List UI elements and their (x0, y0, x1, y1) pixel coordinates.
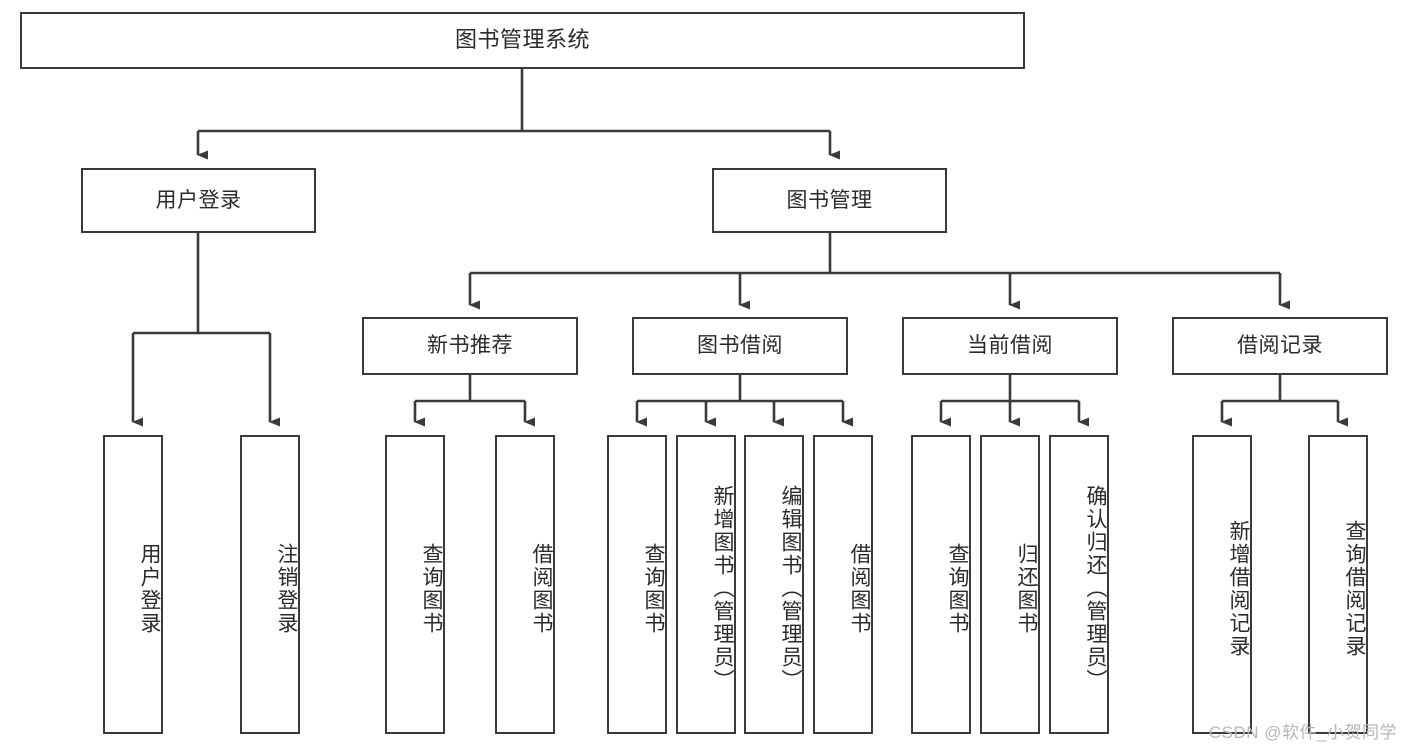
leaf-query-book-current[interactable]: 查询图书 (911, 435, 971, 734)
node-label: 新书推荐 (427, 334, 513, 358)
node-label: 编辑图书（管理员） (779, 485, 802, 692)
node-label: 归还图书 (1015, 542, 1038, 635)
node-label: 图书管理 (786, 188, 873, 212)
node-label: 查询图书 (420, 542, 443, 635)
node-label: 当前借阅 (967, 334, 1053, 358)
node-current-borrow[interactable]: 当前借阅 (902, 317, 1118, 375)
leaf-query-book-recommend[interactable]: 查询图书 (385, 435, 445, 734)
node-label: 借阅图书 (530, 542, 553, 635)
node-user-login[interactable]: 用户登录 (81, 168, 316, 233)
leaf-query-book-borrow[interactable]: 查询图书 (607, 435, 667, 734)
leaf-query-borrow-record[interactable]: 查询借阅记录 (1308, 435, 1368, 734)
node-label: 图书管理系统 (454, 27, 590, 53)
node-label: 确认归还（管理员） (1084, 485, 1107, 692)
node-label: 借阅图书 (848, 542, 871, 635)
leaf-logout[interactable]: 注销登录 (240, 435, 300, 734)
node-label: 查询借阅记录 (1343, 519, 1366, 658)
node-label: 查询图书 (946, 542, 969, 635)
node-label: 借阅记录 (1237, 334, 1323, 358)
node-label: 注销登录 (275, 542, 298, 635)
leaf-return-book[interactable]: 归还图书 (980, 435, 1040, 734)
leaf-borrow-book[interactable]: 借阅图书 (813, 435, 873, 734)
leaf-borrow-book-recommend[interactable]: 借阅图书 (495, 435, 555, 734)
leaf-edit-book-admin[interactable]: 编辑图书（管理员） (744, 435, 804, 734)
leaf-add-book-admin[interactable]: 新增图书（管理员） (676, 435, 736, 734)
node-label: 查询图书 (642, 542, 665, 635)
node-borrow-record[interactable]: 借阅记录 (1172, 317, 1388, 375)
leaf-add-borrow-record[interactable]: 新增借阅记录 (1192, 435, 1252, 734)
leaf-user-login[interactable]: 用户登录 (103, 435, 163, 734)
node-label: 新增借阅记录 (1227, 519, 1250, 658)
node-root-system[interactable]: 图书管理系统 (20, 12, 1025, 69)
node-book-management[interactable]: 图书管理 (712, 168, 947, 233)
node-label: 新增图书（管理员） (711, 485, 734, 692)
leaf-confirm-return-admin[interactable]: 确认归还（管理员） (1049, 435, 1109, 734)
node-book-borrow[interactable]: 图书借阅 (632, 317, 848, 375)
node-new-book-recommend[interactable]: 新书推荐 (362, 317, 578, 375)
node-label: 用户登录 (155, 188, 242, 212)
watermark-text: CSDN @软件_小贺同学 (1208, 723, 1397, 742)
node-label: 用户登录 (138, 542, 161, 635)
node-label: 图书借阅 (697, 334, 783, 358)
